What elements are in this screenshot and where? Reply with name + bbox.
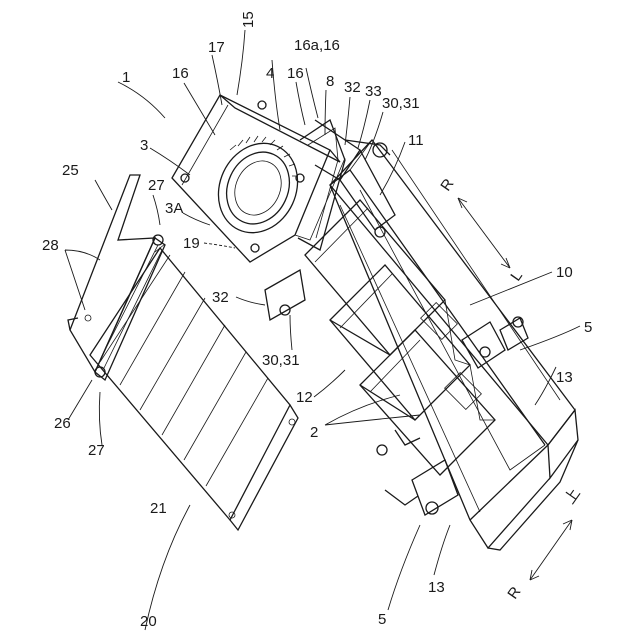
label-27-a: 27 xyxy=(148,177,165,194)
label-16-b: 16 xyxy=(287,65,304,82)
tray-body xyxy=(330,140,578,550)
direction-R-upper: R xyxy=(437,176,457,195)
label-26: 26 xyxy=(54,415,71,432)
label-16a-16: 16a,16 xyxy=(294,37,340,54)
reference-numerals: 1 15 17 16 4 16 16a,16 8 32 33 30,31 3 1… xyxy=(42,11,592,630)
label-20: 20 xyxy=(140,613,157,630)
label-21: 21 xyxy=(150,500,167,517)
direction-L-upper: L xyxy=(507,268,526,285)
label-30-31-a: 30,31 xyxy=(382,95,420,112)
label-27-b: 27 xyxy=(88,442,105,459)
label-16-a: 16 xyxy=(172,65,189,82)
label-32-b: 32 xyxy=(212,289,229,306)
leader-lines xyxy=(65,30,580,630)
label-32-a: 32 xyxy=(344,79,361,96)
label-13-b: 13 xyxy=(428,579,445,596)
rail-clip xyxy=(68,175,165,380)
direction-arrows xyxy=(458,198,572,580)
label-10: 10 xyxy=(556,264,573,281)
label-28: 28 xyxy=(42,237,59,254)
label-3A: 3A xyxy=(165,200,183,217)
direction-R-lower: R xyxy=(504,584,524,603)
label-17: 17 xyxy=(208,39,225,56)
label-2: 2 xyxy=(310,424,318,441)
label-25: 25 xyxy=(62,162,79,179)
label-8: 8 xyxy=(326,73,334,90)
label-5-b: 5 xyxy=(378,611,386,628)
label-4: 4 xyxy=(266,65,274,82)
label-1: 1 xyxy=(122,69,130,86)
label-3: 3 xyxy=(140,137,148,154)
label-19: 19 xyxy=(183,235,200,252)
label-13-a: 13 xyxy=(556,369,573,386)
label-5-a: 5 xyxy=(584,319,592,336)
label-11: 11 xyxy=(408,132,424,149)
cover-plate xyxy=(90,244,298,530)
label-15: 15 xyxy=(240,11,257,28)
label-12: 12 xyxy=(296,389,313,406)
label-30-31-b: 30,31 xyxy=(262,352,300,369)
direction-up: 上 xyxy=(561,485,584,507)
label-33: 33 xyxy=(365,83,382,100)
